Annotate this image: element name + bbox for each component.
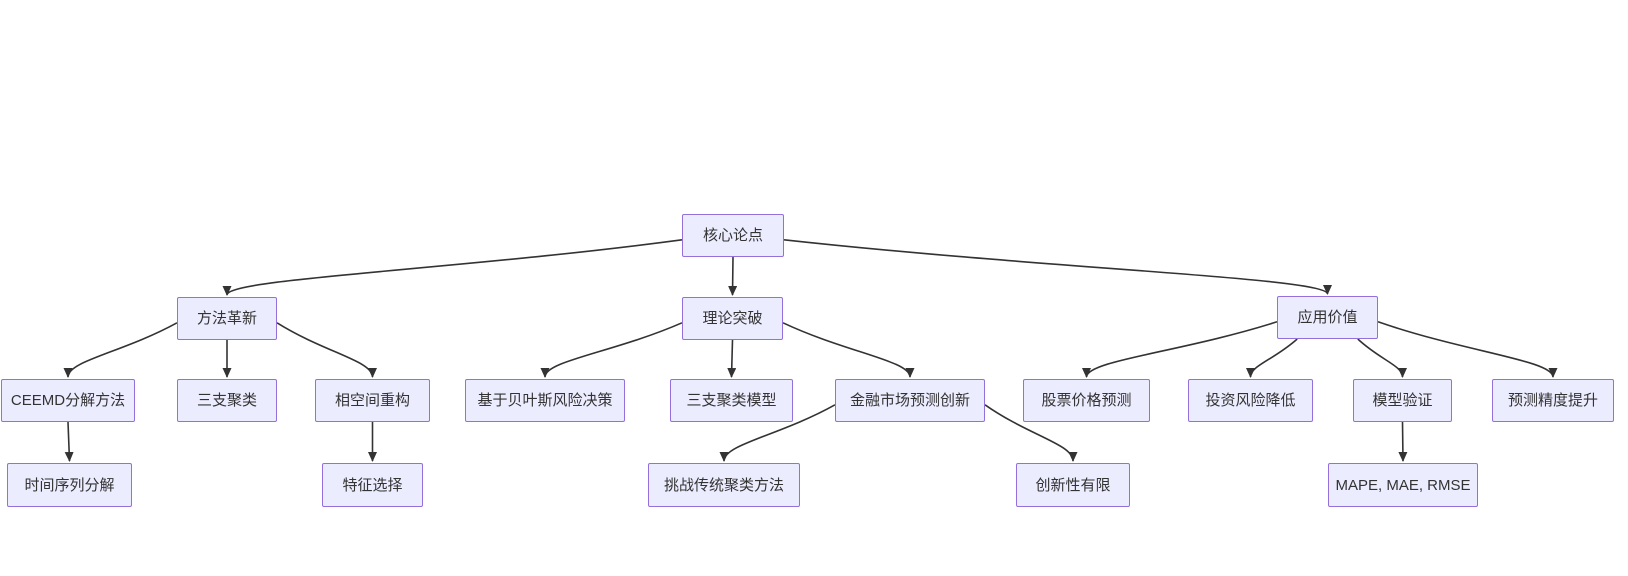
flowchart-node-a: 应用价值 [1277,296,1378,339]
node-label: 基于贝叶斯风险决策 [477,392,613,409]
edge-m-to-ceemd [63,322,178,378]
flowchart-node-root: 核心论点 [682,214,784,257]
flowchart-node-ceemd: CEEMD分解方法 [1,379,135,422]
node-label: 三支聚类 [196,392,257,409]
edge-a-to-yc [1377,321,1558,378]
flowchart-node-sj: 时间序列分解 [7,463,132,507]
node-label: 模型验证 [1372,392,1433,409]
edge-root-to-a [783,239,1332,295]
flowchart-node-sz: 三支聚类 [177,379,277,422]
edge-t-to-szm [727,339,737,378]
flowchart-node-t: 理论突破 [682,297,783,340]
node-label: 创新性有限 [1035,476,1111,494]
node-label: 三支聚类模型 [686,392,777,409]
flowchart-node-xk: 相空间重构 [315,379,430,422]
flowchart-node-mx: 模型验证 [1353,379,1452,422]
flowchart-node-szm: 三支聚类模型 [670,379,793,422]
flowchart-node-cx: 创新性有限 [1016,463,1130,507]
flowchart-node-gp: 股票价格预测 [1023,379,1150,422]
node-label: 投资风险降低 [1205,392,1296,409]
flowchart-node-yc: 预测精度提升 [1492,379,1614,422]
node-label: 股票价格预测 [1041,392,1132,409]
node-label: 相空间重构 [334,392,410,409]
flowchart-node-tzx: 特征选择 [322,463,423,507]
edge-mx-to-mape [1398,421,1408,462]
flowchart-node-by: 基于贝叶斯风险决策 [465,379,625,422]
edge-t-to-jr [782,322,915,378]
node-label: CEEMD分解方法 [10,392,126,409]
node-label: 应用价值 [1297,309,1358,326]
flowchart-node-tz: 投资风险降低 [1188,379,1313,422]
edge-root-to-t [728,256,738,296]
node-label: MAPE, MAE, RMSE [1335,476,1471,494]
edge-a-to-mx [1357,338,1407,378]
node-label: 方法革新 [196,310,257,327]
edge-root-to-m [222,239,683,296]
edge-a-to-tz [1246,338,1298,378]
edge-jr-to-tiao [719,404,836,462]
edge-a-to-gp [1082,321,1278,378]
flowchart-node-mape: MAPE, MAE, RMSE [1328,463,1478,507]
node-label: 预测精度提升 [1507,392,1598,409]
edge-jr-to-cx [984,404,1078,462]
node-label: 理论突破 [702,310,763,327]
flowchart-node-tiao: 挑战传统聚类方法 [648,463,800,507]
node-label: 时间序列分解 [24,476,115,494]
flowchart-node-m: 方法革新 [177,297,277,340]
node-label: 金融市场预测创新 [849,392,970,409]
flowchart-node-jr: 金融市场预测创新 [835,379,985,422]
edge-group [63,239,1558,462]
node-label: 核心论点 [702,227,763,244]
edge-m-to-xk [276,322,377,378]
edge-ceemd-to-sj [64,421,74,462]
node-label: 特征选择 [342,476,403,494]
edge-t-to-by [540,322,683,378]
node-label: 挑战传统聚类方法 [663,476,784,494]
